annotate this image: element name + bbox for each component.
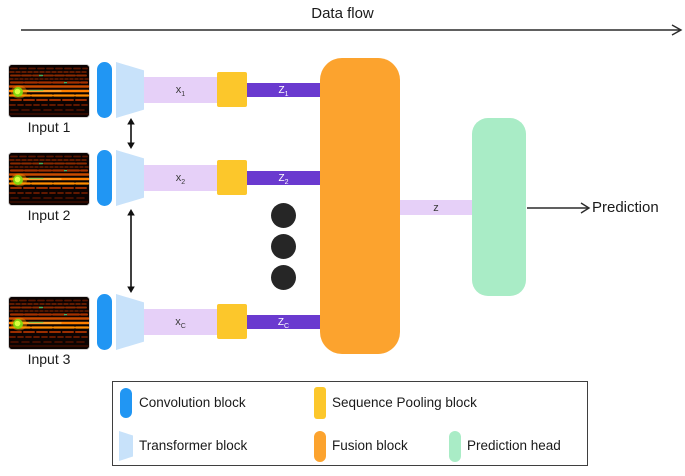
prediction-head-block [472,118,526,296]
z1-label: Z1 [278,84,289,98]
legend-transformer-label: Transformer block [139,438,248,453]
zc-feature-bar: ZC [247,315,320,330]
convolution-block-1 [97,62,112,118]
input-1-label: Input 1 [27,119,71,135]
z2-feature-bar: Z2 [247,171,320,186]
legend-fusion-label: Fusion block [332,438,408,453]
x2-feature-bar: x2 [144,165,217,191]
transformer-2-3-bidirectional-arrow [127,209,135,293]
z2-label: Z2 [278,172,289,186]
transformer-block-3 [116,294,144,350]
ellipsis-dot-3 [271,265,296,290]
convolution-block-3 [97,294,112,350]
xc-feature-bar: xC [144,309,217,335]
convolution-block-2 [97,150,112,206]
sequence-pooling-block-3 [217,304,247,339]
legend-prediction-head-label: Prediction head [467,438,561,453]
x1-label: x1 [175,84,186,99]
sequence-pooling-block-2 [217,160,247,195]
ellipsis-dot-1 [271,203,296,228]
input-3-spectrogram [8,296,90,350]
legend-convolution-icon [120,388,132,418]
transformer-block-2 [116,150,144,206]
input-2-label: Input 2 [27,207,71,223]
prediction-arrow [527,202,591,214]
zc-label: ZC [277,316,290,330]
legend-convolution-label: Convolution block [139,395,246,410]
transformer-1-2-bidirectional-arrow [127,118,135,149]
legend: Convolution block Sequence Pooling block… [112,381,588,466]
legend-sequence-pooling-label: Sequence Pooling block [332,395,477,410]
data-flow-arrow [21,24,683,36]
fused-z-label: z [433,201,439,214]
sequence-pooling-block-1 [217,72,247,107]
legend-transformer-icon [119,431,133,461]
fusion-block [320,58,400,354]
xc-label: xC [175,316,186,331]
input-2-spectrogram [8,152,90,206]
ellipsis-dot-2 [271,234,296,259]
z1-feature-bar: Z1 [247,83,320,98]
fused-z-bar: z [400,200,472,215]
legend-fusion-icon [314,431,326,462]
transformer-block-1 [116,62,144,118]
legend-prediction-head-icon [449,431,461,462]
prediction-label: Prediction [592,199,659,216]
data-flow-title: Data flow [311,5,374,22]
x2-label: x2 [175,172,186,187]
x1-feature-bar: x1 [144,77,217,103]
legend-sequence-pooling-icon [314,387,326,419]
input-3-label: Input 3 [27,351,71,367]
input-1-spectrogram [8,64,90,118]
